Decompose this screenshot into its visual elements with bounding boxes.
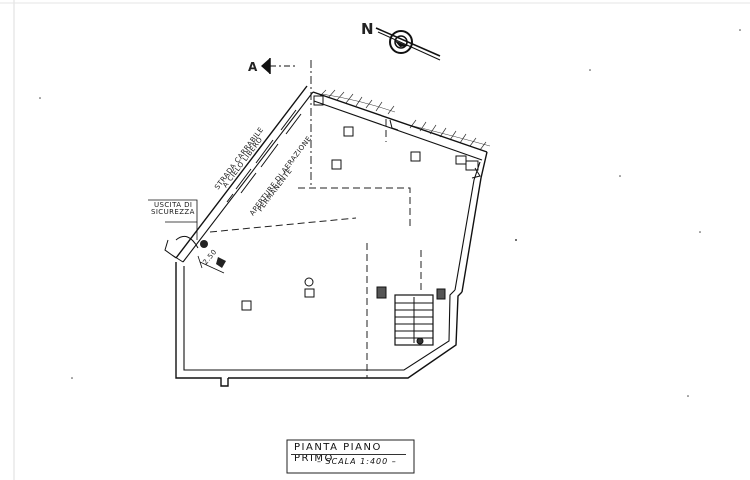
wall-pilasters xyxy=(313,95,481,179)
ventilation-openings xyxy=(226,109,302,203)
north-label: N xyxy=(361,20,374,38)
exit-label-line1: USCITA DI xyxy=(154,201,192,209)
north-arrow-icon: N xyxy=(361,20,441,61)
exit-label-callout xyxy=(148,199,198,223)
ventilation-label-line2: PERMANENTE xyxy=(256,167,294,213)
stairwell xyxy=(376,286,446,346)
interior-dashed-lines xyxy=(209,119,422,378)
title-block-border xyxy=(286,439,415,474)
exit-symbol-icon xyxy=(175,235,226,268)
scan-marks xyxy=(39,29,741,397)
exit-label-line2: SICUREZZA xyxy=(151,208,195,216)
title-block: PIANTA PIANO PRIMO – SCALA 1:400 – xyxy=(287,440,414,473)
dimension-label: 2.50 xyxy=(201,248,218,266)
street-label-line2: A CIELO LIBERO xyxy=(221,136,264,190)
structural-columns xyxy=(241,126,421,311)
ground-hatching xyxy=(319,89,491,151)
building-outline xyxy=(164,85,488,387)
plan-scale: – SCALA 1:400 – xyxy=(317,457,397,466)
title-underline xyxy=(291,454,406,455)
section-marker-label: A xyxy=(248,60,258,74)
plan-title: PIANTA PIANO PRIMO xyxy=(294,442,382,464)
section-marker-a: A xyxy=(248,58,298,74)
